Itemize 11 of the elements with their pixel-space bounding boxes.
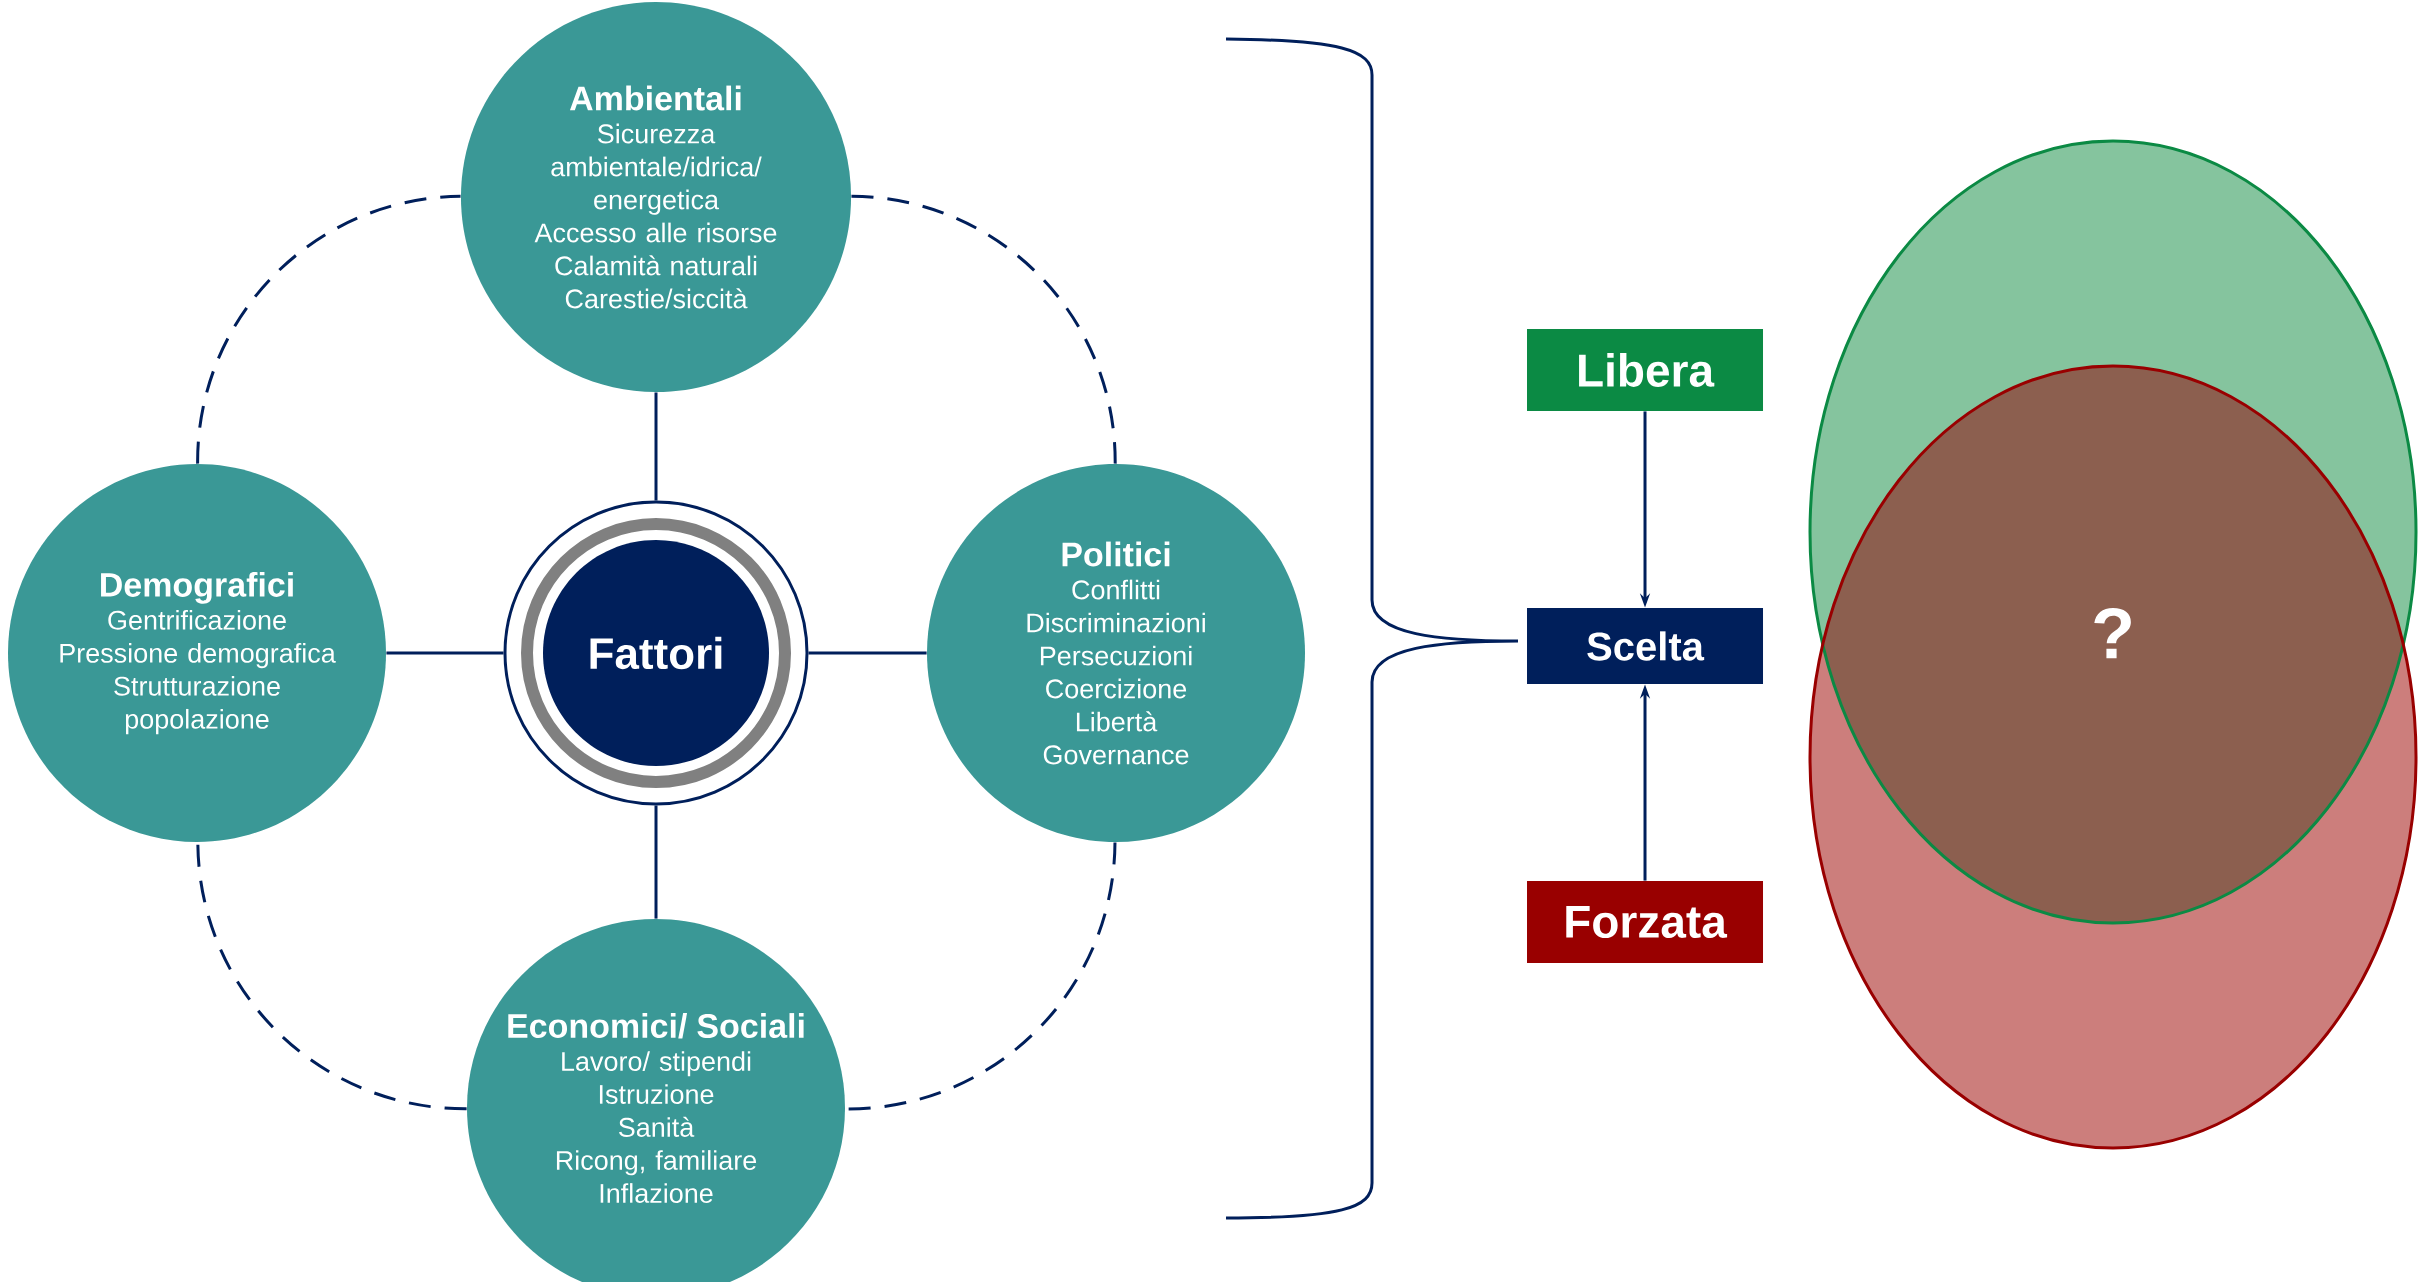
dashed-connector <box>851 194 1117 464</box>
connector-line <box>386 651 504 655</box>
choice-box: Forzata <box>1527 881 1763 963</box>
choice-box: Libera <box>1527 329 1763 411</box>
question-mark: ? <box>2094 607 2131 659</box>
connector-line <box>654 805 658 919</box>
choice-box: Scelta <box>1527 608 1763 684</box>
dashed-connector <box>196 194 461 464</box>
connector-line <box>654 392 658 501</box>
connector-line <box>808 651 927 655</box>
dashed-connector <box>196 842 467 1111</box>
